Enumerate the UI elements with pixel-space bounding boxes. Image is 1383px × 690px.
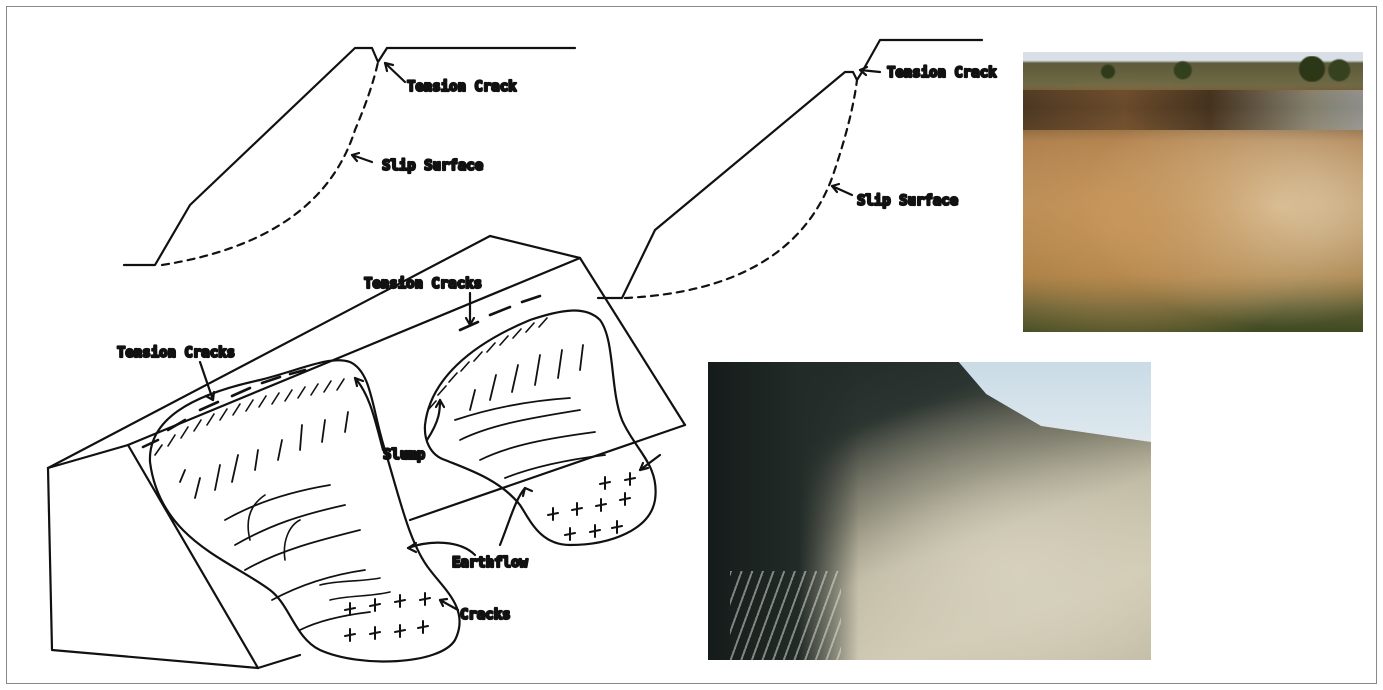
slip-surface-label-right: Slip Surface (857, 193, 958, 209)
tension-cracks-label-left: Tension Cracks (117, 345, 235, 361)
scarp-face (1023, 90, 1363, 130)
tension-cracks-label-top: Tension Cracks (364, 276, 482, 292)
sky-area (876, 362, 1151, 442)
slip-surface-label-left: Slip Surface (382, 158, 483, 174)
tension-crack-label-right: Tension Crack (887, 65, 997, 81)
cracks-label: Cracks (460, 607, 511, 623)
earthflow-label: Earthflow (452, 555, 528, 571)
earthflow-scarp-photo (708, 362, 1151, 660)
slump-scarp-photo (1023, 52, 1363, 332)
grass-foreground (730, 571, 841, 660)
tension-crack-label-left: Tension Crack (407, 79, 517, 95)
slump-label: Slump (383, 447, 425, 463)
tree-line (1023, 56, 1363, 82)
slope-block-diagram (48, 236, 685, 668)
